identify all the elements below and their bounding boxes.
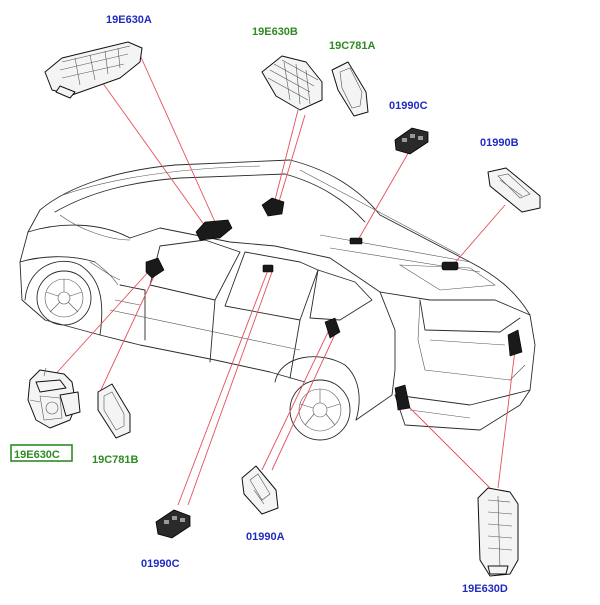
marker-b-pillar bbox=[262, 264, 274, 273]
label-01990a: 01990A bbox=[246, 531, 285, 543]
label-19c781b: 19C781B bbox=[92, 454, 139, 466]
vehicle-outline bbox=[19, 159, 536, 441]
label-01990c-bottom: 01990C bbox=[141, 558, 180, 570]
label-19e630b: 19E630B bbox=[252, 26, 298, 38]
label-19c781a: 19C781A bbox=[329, 40, 376, 52]
part-01990b-drawing bbox=[487, 167, 541, 213]
highlight-box-19e630c bbox=[10, 444, 73, 462]
vehicle-part-markers bbox=[145, 197, 523, 411]
part-19c781a-drawing bbox=[331, 61, 369, 117]
part-19e630c-drawing bbox=[27, 367, 81, 429]
marker-rear-left bbox=[394, 384, 411, 411]
label-19e630a: 19E630A bbox=[106, 14, 152, 26]
part-19e630d-drawing bbox=[477, 487, 519, 577]
label-19e630c: 19E630C bbox=[14, 449, 60, 461]
label-19e630d: 19E630D bbox=[462, 583, 508, 595]
label-01990b: 01990B bbox=[480, 137, 519, 149]
part-01990a-drawing bbox=[241, 465, 279, 515]
marker-rear-right bbox=[507, 329, 523, 357]
part-19e630b-drawing bbox=[261, 55, 323, 111]
marker-tailgate-switch bbox=[441, 261, 459, 271]
marker-front-door bbox=[145, 257, 165, 279]
part-labels: 19E630A 19E630B 19C781A 01990C 01990B 19… bbox=[10, 14, 519, 595]
part-19e630a-drawing bbox=[44, 41, 143, 99]
marker-roof-switch bbox=[349, 237, 363, 245]
marker-rear-door bbox=[324, 317, 341, 339]
callout-lines bbox=[51, 54, 516, 506]
marker-overhead bbox=[261, 197, 285, 217]
part-01990c-top-drawing bbox=[394, 127, 429, 155]
label-01990c-top: 01990C bbox=[389, 100, 428, 112]
part-01990c-bottom-drawing bbox=[155, 509, 191, 539]
part-19c781b-drawing bbox=[97, 383, 131, 439]
marker-front-console bbox=[195, 219, 233, 241]
